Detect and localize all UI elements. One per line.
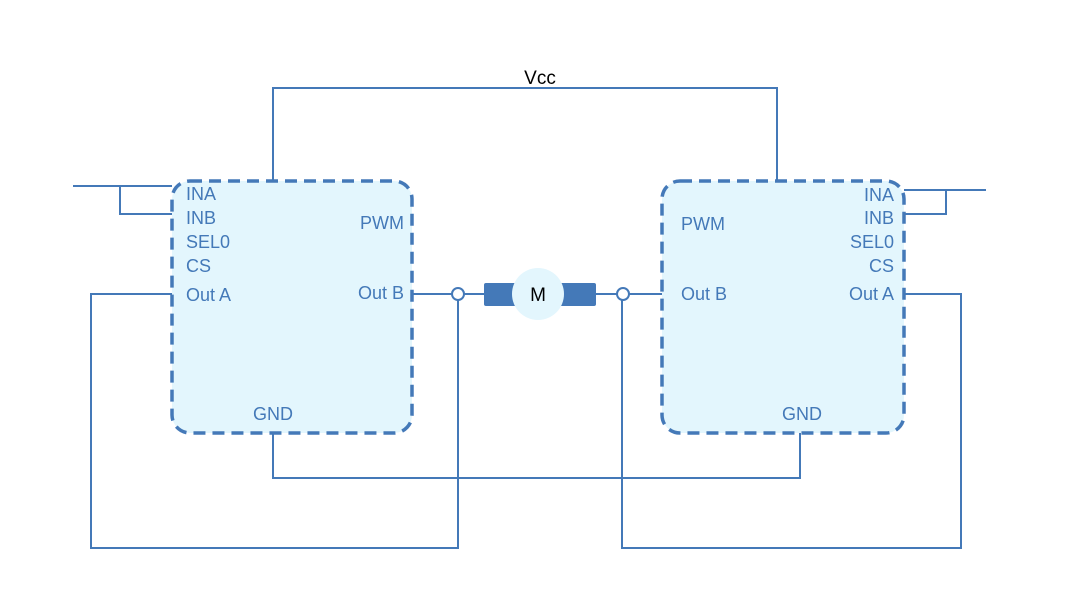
right-pin-gnd: GND (782, 404, 822, 424)
right-pin-outb: Out B (681, 284, 727, 304)
right-pin-cs: CS (869, 256, 894, 276)
left-pin-ina: INA (186, 184, 216, 204)
left-pin-cs: CS (186, 256, 211, 276)
left-input-branch (119, 186, 172, 215)
right-pin-pwm: PWM (681, 214, 725, 234)
motor-circle (512, 268, 564, 320)
left-pin-outa: Out A (186, 285, 231, 305)
left-pin-sel0: SEL0 (186, 232, 230, 252)
left-pin-gnd: GND (253, 404, 293, 424)
motor-label: M (530, 285, 546, 306)
vcc-wire (272, 87, 778, 181)
left-pin-pwm: PWM (360, 213, 404, 233)
right-pin-sel0: SEL0 (850, 232, 894, 252)
left-pin-inb: INB (186, 208, 216, 228)
right-pin-ina: INA (864, 185, 894, 205)
vcc-label: Vcc (524, 68, 556, 89)
junction-node-right (616, 287, 630, 301)
left-pin-outb: Out B (358, 283, 404, 303)
right-input-branch (904, 190, 947, 215)
right-outa-wire (621, 293, 962, 549)
right-pin-inb: INB (864, 208, 894, 228)
left-driver-box (170, 179, 414, 435)
junction-node-left (451, 287, 465, 301)
left-outa-wire (90, 293, 459, 549)
gnd-wire (272, 433, 801, 479)
right-driver-box (660, 179, 906, 435)
right-pin-outa: Out A (849, 284, 894, 304)
